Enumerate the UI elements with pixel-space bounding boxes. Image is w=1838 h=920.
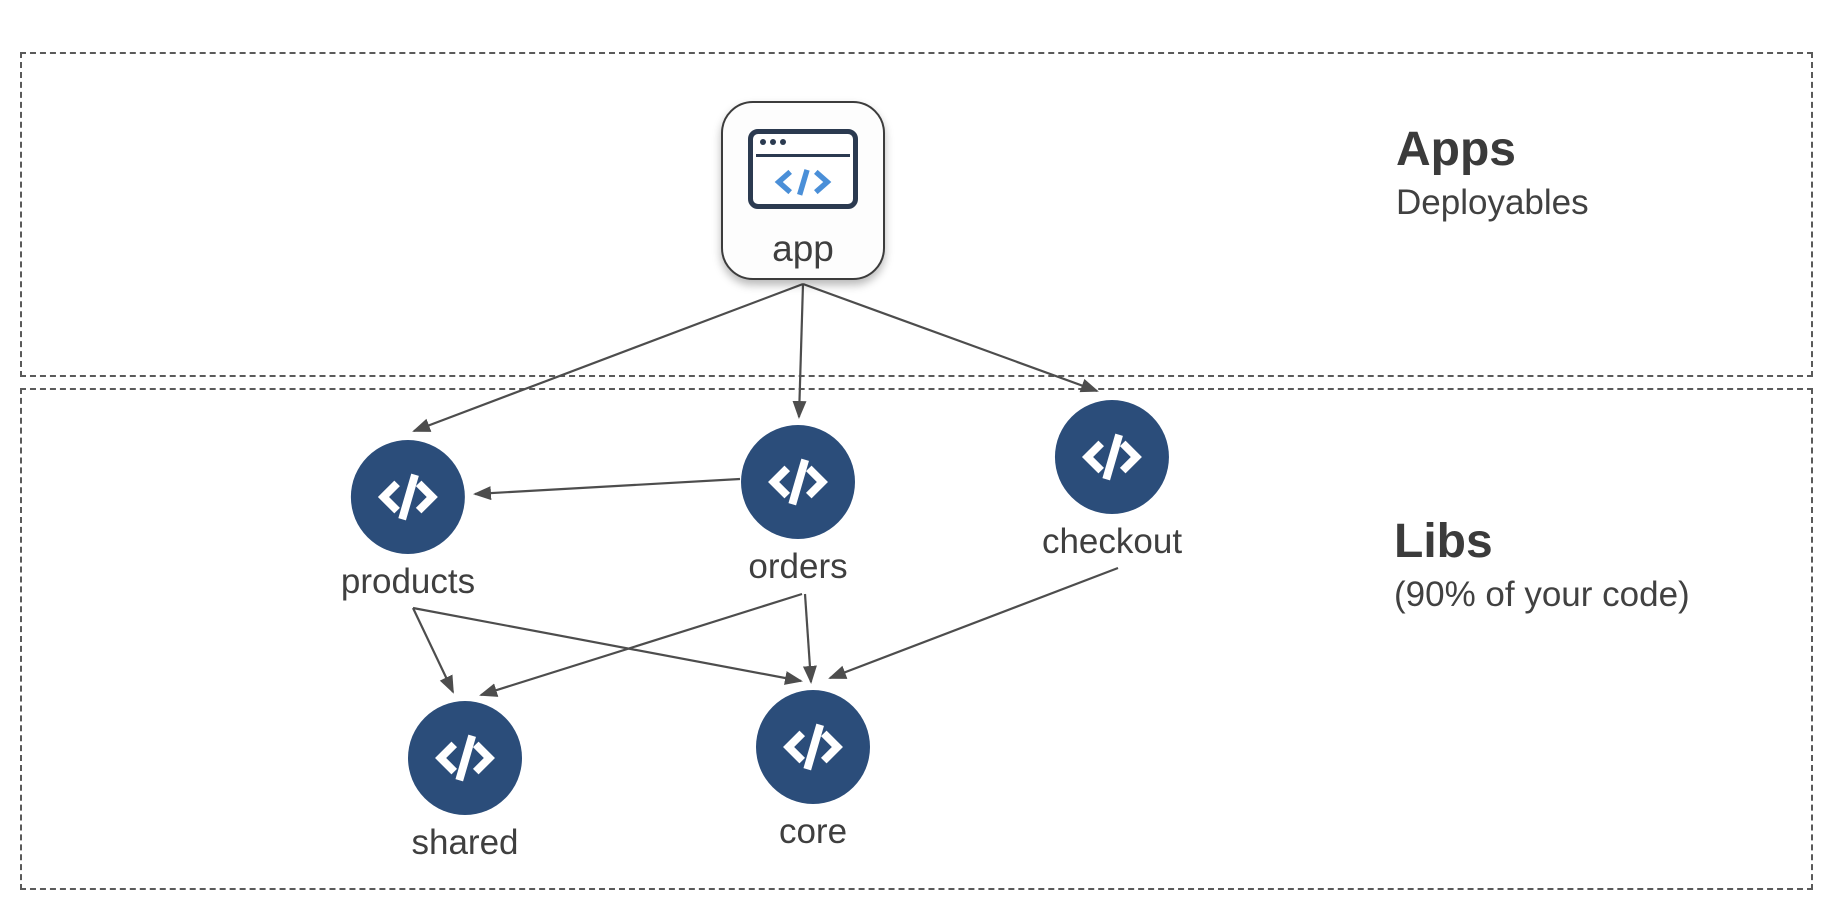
code-glyph-icon	[753, 160, 853, 204]
libs-zone-label: Libs (90% of your code)	[1394, 514, 1690, 615]
node-core-label: core	[778, 812, 848, 851]
node-orders-label: orders	[748, 547, 848, 586]
browser-code-icon	[748, 129, 858, 209]
node-checkout: checkout	[1042, 400, 1182, 562]
browser-dots-icon	[760, 139, 786, 145]
code-icon	[756, 690, 870, 804]
libs-zone-title: Libs	[1394, 515, 1493, 568]
node-app: app	[721, 101, 885, 280]
node-orders: orders	[741, 425, 855, 587]
libs-zone-subtitle: (90% of your code)	[1394, 575, 1690, 615]
node-products: products	[341, 440, 475, 602]
code-icon	[1055, 400, 1169, 514]
node-core: core	[756, 690, 870, 852]
node-shared: shared	[408, 701, 522, 863]
node-checkout-label: checkout	[1041, 522, 1183, 561]
apps-zone-title: Apps	[1396, 123, 1516, 176]
code-icon	[741, 425, 855, 539]
node-products-label: products	[340, 562, 476, 601]
node-shared-label: shared	[411, 823, 519, 862]
code-icon	[408, 701, 522, 815]
apps-zone-label: Apps Deployables	[1396, 122, 1589, 223]
libs-zone	[20, 388, 1813, 890]
code-icon	[351, 440, 465, 554]
browser-toolbar-line	[756, 154, 850, 157]
node-app-label: app	[772, 228, 834, 269]
apps-zone-subtitle: Deployables	[1396, 183, 1589, 223]
